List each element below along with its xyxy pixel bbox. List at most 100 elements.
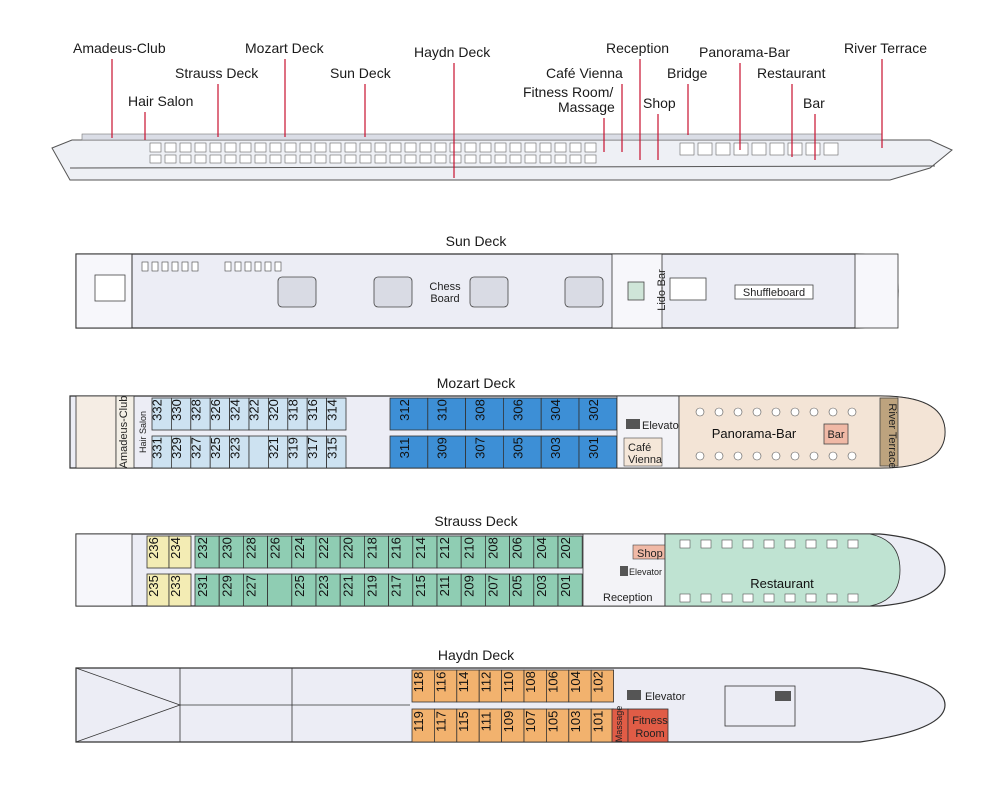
panorama-table — [733, 407, 743, 417]
elevation-window — [209, 154, 222, 164]
elevation-window — [164, 142, 177, 153]
elevation-window — [569, 142, 582, 153]
haydn-cabin-number: 112 — [478, 672, 493, 693]
strauss-cabin — [533, 535, 559, 569]
mozart-cabin-number: 320 — [266, 399, 281, 421]
ship-label-0: Amadeus-Club — [73, 40, 166, 56]
cafe-vienna-label-1: Café — [628, 442, 651, 454]
mozart-cabin-number: 303 — [548, 437, 563, 459]
mozart-cabin-number: 302 — [586, 399, 601, 421]
strauss-cabin — [194, 573, 220, 607]
elevation-window — [314, 154, 327, 164]
elevation-window — [539, 154, 552, 164]
strauss-cabin-number: 214 — [413, 537, 428, 559]
mozart-cabin-number: 328 — [189, 399, 204, 421]
strauss-cabin-number: 226 — [268, 537, 283, 559]
panorama-bar-area — [678, 395, 946, 469]
panorama-table — [828, 407, 838, 417]
haydn-cabin-number: 109 — [501, 711, 516, 733]
mozart-cabin-number: 311 — [397, 438, 412, 459]
sun-lounger — [161, 261, 169, 272]
haydn-cabin-number: 114 — [456, 672, 471, 693]
restaurant-seating — [679, 539, 859, 603]
ship-leader-lines — [111, 59, 883, 178]
mozart-cabin-number: 315 — [324, 437, 339, 459]
strauss-cabin — [218, 573, 244, 607]
strauss-cabin-number: 227 — [244, 575, 259, 597]
strauss-cabin — [533, 573, 559, 607]
haydn-engine-room — [724, 685, 796, 727]
strauss-cabin-number: 207 — [486, 575, 501, 597]
restaurant-table — [742, 539, 754, 549]
sun-lounger — [171, 261, 179, 272]
strauss-cabin — [267, 535, 293, 569]
elevation-window — [554, 142, 567, 153]
ship-label-7: Café Vienna — [546, 65, 623, 81]
haydn-cabin-number: 101 — [590, 711, 605, 733]
strauss-cabin-number: 221 — [340, 575, 355, 597]
fitness-label-1: Fitness — [632, 715, 668, 727]
ship-label-9: Massage — [558, 99, 615, 115]
massage-label: Massage — [614, 706, 624, 743]
haydn-cabin-number: 106 — [546, 671, 561, 693]
haydn-cabin-number: 105 — [546, 711, 561, 733]
ship-label-10: Shop — [643, 95, 676, 111]
elevation-window — [539, 142, 552, 153]
haydn-cabin-number: 119 — [411, 711, 426, 732]
elevation-window — [679, 142, 695, 156]
strauss-cabin-number: 206 — [510, 537, 525, 559]
river-terrace-label: River Terrace — [886, 403, 898, 468]
strauss-cabin — [218, 535, 244, 569]
haydn-cabin-number: 116 — [434, 672, 449, 693]
strauss-cabin-number: 222 — [316, 537, 331, 559]
restaurant-table — [700, 593, 712, 603]
sun-canopy — [373, 276, 413, 308]
elevation-window — [464, 154, 477, 164]
cafe-vienna-area — [623, 437, 663, 467]
fitness-room — [627, 708, 669, 743]
shuffleboard-label: Shuffleboard — [743, 287, 805, 299]
strauss-cabin-number: 236 — [146, 537, 161, 559]
sun-deck-title: Sun Deck — [446, 233, 508, 249]
mozart-cabin-number: 329 — [169, 437, 184, 459]
sun-lounger — [244, 261, 252, 272]
haydn-deck-title: Haydn Deck — [438, 647, 515, 663]
elevation-window — [479, 142, 492, 153]
elevation-window — [389, 154, 402, 164]
mozart-cabin — [578, 397, 618, 431]
strauss-elevator-label: Elevator — [629, 567, 662, 577]
panorama-table — [733, 451, 743, 461]
panorama-table — [695, 407, 705, 417]
elevation-window — [314, 142, 327, 153]
elevation-window — [419, 154, 432, 164]
strauss-cabin-number: 201 — [558, 575, 573, 597]
strauss-cabin-number: 220 — [340, 537, 355, 559]
haydn-cabin — [590, 669, 615, 703]
elevation-window — [449, 142, 462, 153]
strauss-cabin-number: 235 — [146, 575, 161, 597]
elevation-window — [584, 142, 597, 153]
strauss-cabin — [315, 573, 341, 607]
elevation-window — [164, 154, 177, 164]
elevation-window — [374, 142, 387, 153]
strauss-cabin — [168, 573, 192, 607]
mozart-cabin-number: 318 — [286, 399, 301, 421]
mozart-cabin-number: 305 — [510, 437, 525, 459]
elevation-window — [449, 154, 462, 164]
mozart-cabin — [540, 397, 580, 431]
elevation-window — [179, 154, 192, 164]
strauss-cabin — [388, 535, 414, 569]
strauss-cabin-number: 209 — [461, 575, 476, 597]
shop-label: Shop — [637, 548, 663, 560]
mozart-cabin-number: 322 — [247, 399, 262, 421]
strauss-cabin-number: 204 — [534, 537, 549, 559]
strauss-cabin-number: 232 — [195, 537, 210, 559]
sun-lounger — [274, 261, 282, 272]
mozart-cabin-number: 317 — [305, 437, 320, 459]
sun-lounger — [191, 261, 199, 272]
restaurant-label: Restaurant — [750, 576, 814, 591]
panorama-bar-label: Panorama-Bar — [712, 426, 797, 441]
